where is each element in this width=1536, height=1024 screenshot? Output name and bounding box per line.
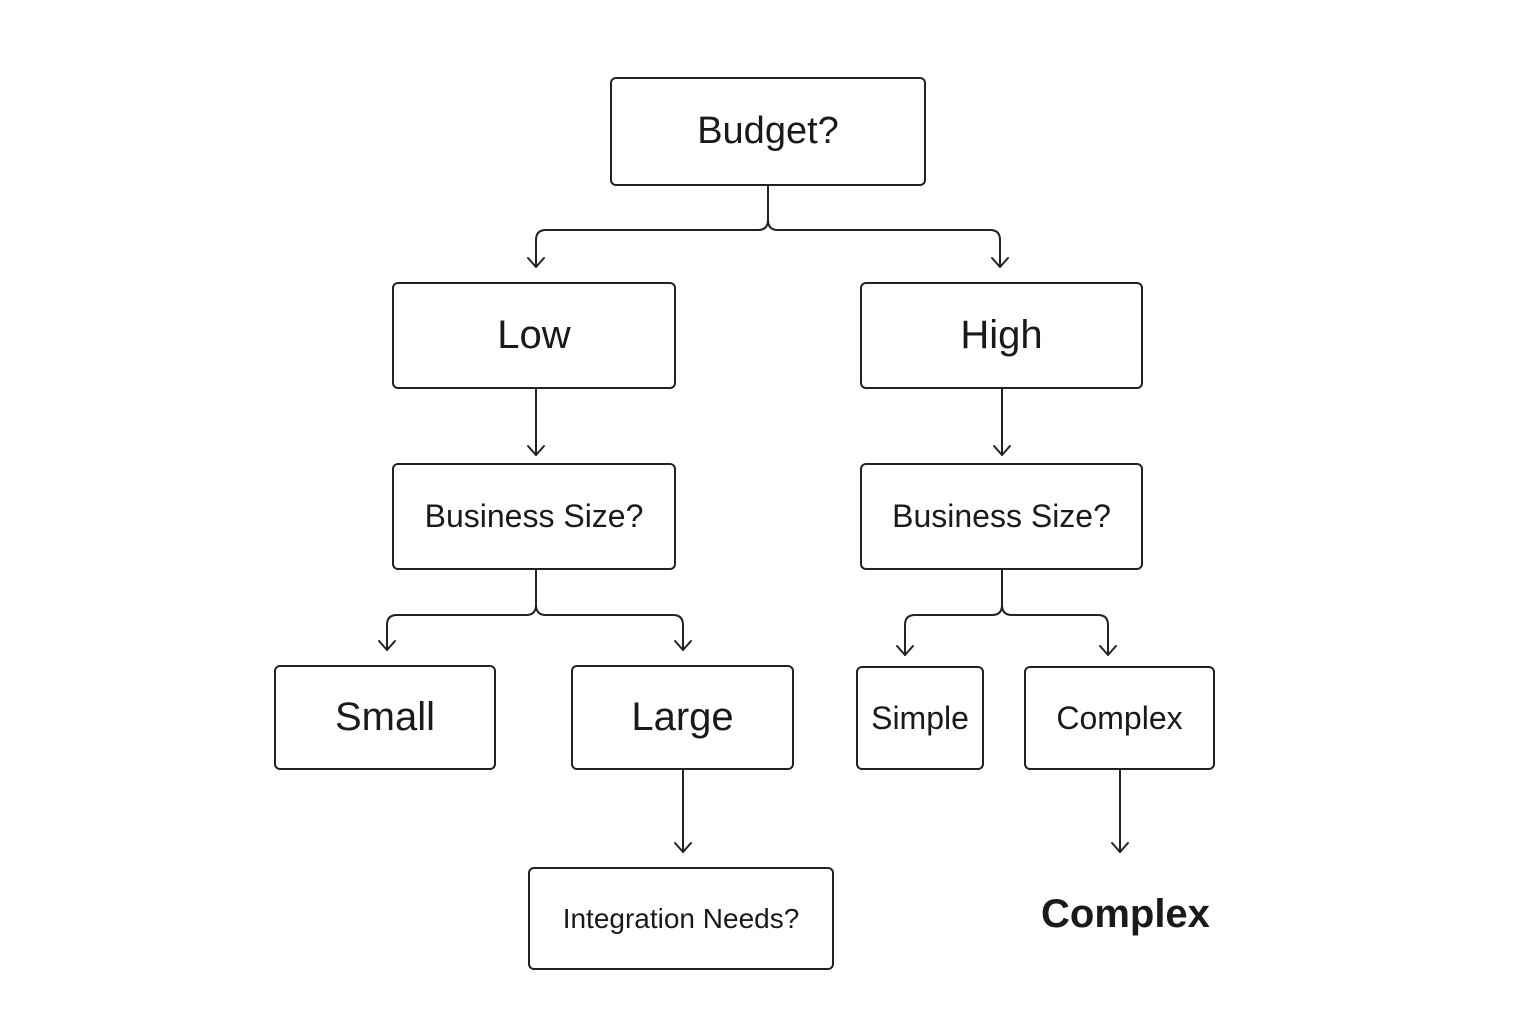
arrowhead-business-size-right bbox=[993, 445, 1011, 456]
node-large-label: Large bbox=[631, 695, 734, 739]
node-integration-needs-label: Integration Needs? bbox=[562, 902, 800, 934]
arrowhead-low bbox=[527, 257, 545, 268]
arrowhead-simple bbox=[896, 645, 914, 656]
node-large: Large bbox=[571, 665, 794, 770]
arrowhead-complex bbox=[1099, 645, 1117, 656]
node-integration-needs: Integration Needs? bbox=[528, 867, 834, 970]
node-business-size-left-label: Business Size? bbox=[424, 498, 644, 534]
node-business-size-right: Business Size? bbox=[860, 463, 1143, 570]
connector-business-size-complex bbox=[1001, 604, 1109, 656]
node-business-size-left: Business Size? bbox=[392, 463, 676, 570]
node-complex-label: Complex bbox=[1056, 699, 1183, 736]
arrowhead-small bbox=[378, 640, 396, 651]
arrowhead-large bbox=[674, 640, 692, 651]
node-business-size-right-label: Business Size? bbox=[892, 498, 1111, 534]
node-high-label: High bbox=[960, 313, 1043, 357]
outcome-complex-label: Complex bbox=[1041, 892, 1210, 936]
arrowhead-integration bbox=[674, 842, 692, 853]
node-high: High bbox=[860, 282, 1143, 389]
connector-business-size-small bbox=[386, 569, 537, 651]
connector-budget-high bbox=[767, 219, 1001, 268]
connector-business-size-simple bbox=[904, 569, 1003, 656]
arrowhead-complex-outcome bbox=[1111, 842, 1129, 853]
arrowhead-business-size-left bbox=[527, 445, 545, 456]
node-budget: Budget? bbox=[610, 77, 926, 186]
node-simple-label: Simple bbox=[871, 699, 969, 736]
node-small: Small bbox=[274, 665, 496, 770]
node-budget-label: Budget? bbox=[697, 110, 839, 152]
connector-business-size-large bbox=[535, 604, 684, 651]
node-complex: Complex bbox=[1024, 666, 1215, 770]
arrowhead-high bbox=[991, 257, 1009, 268]
node-small-label: Small bbox=[334, 695, 436, 739]
node-simple: Simple bbox=[856, 666, 984, 770]
node-low-label: Low bbox=[497, 313, 571, 357]
node-low: Low bbox=[392, 282, 676, 389]
connector-budget-low bbox=[535, 185, 769, 268]
